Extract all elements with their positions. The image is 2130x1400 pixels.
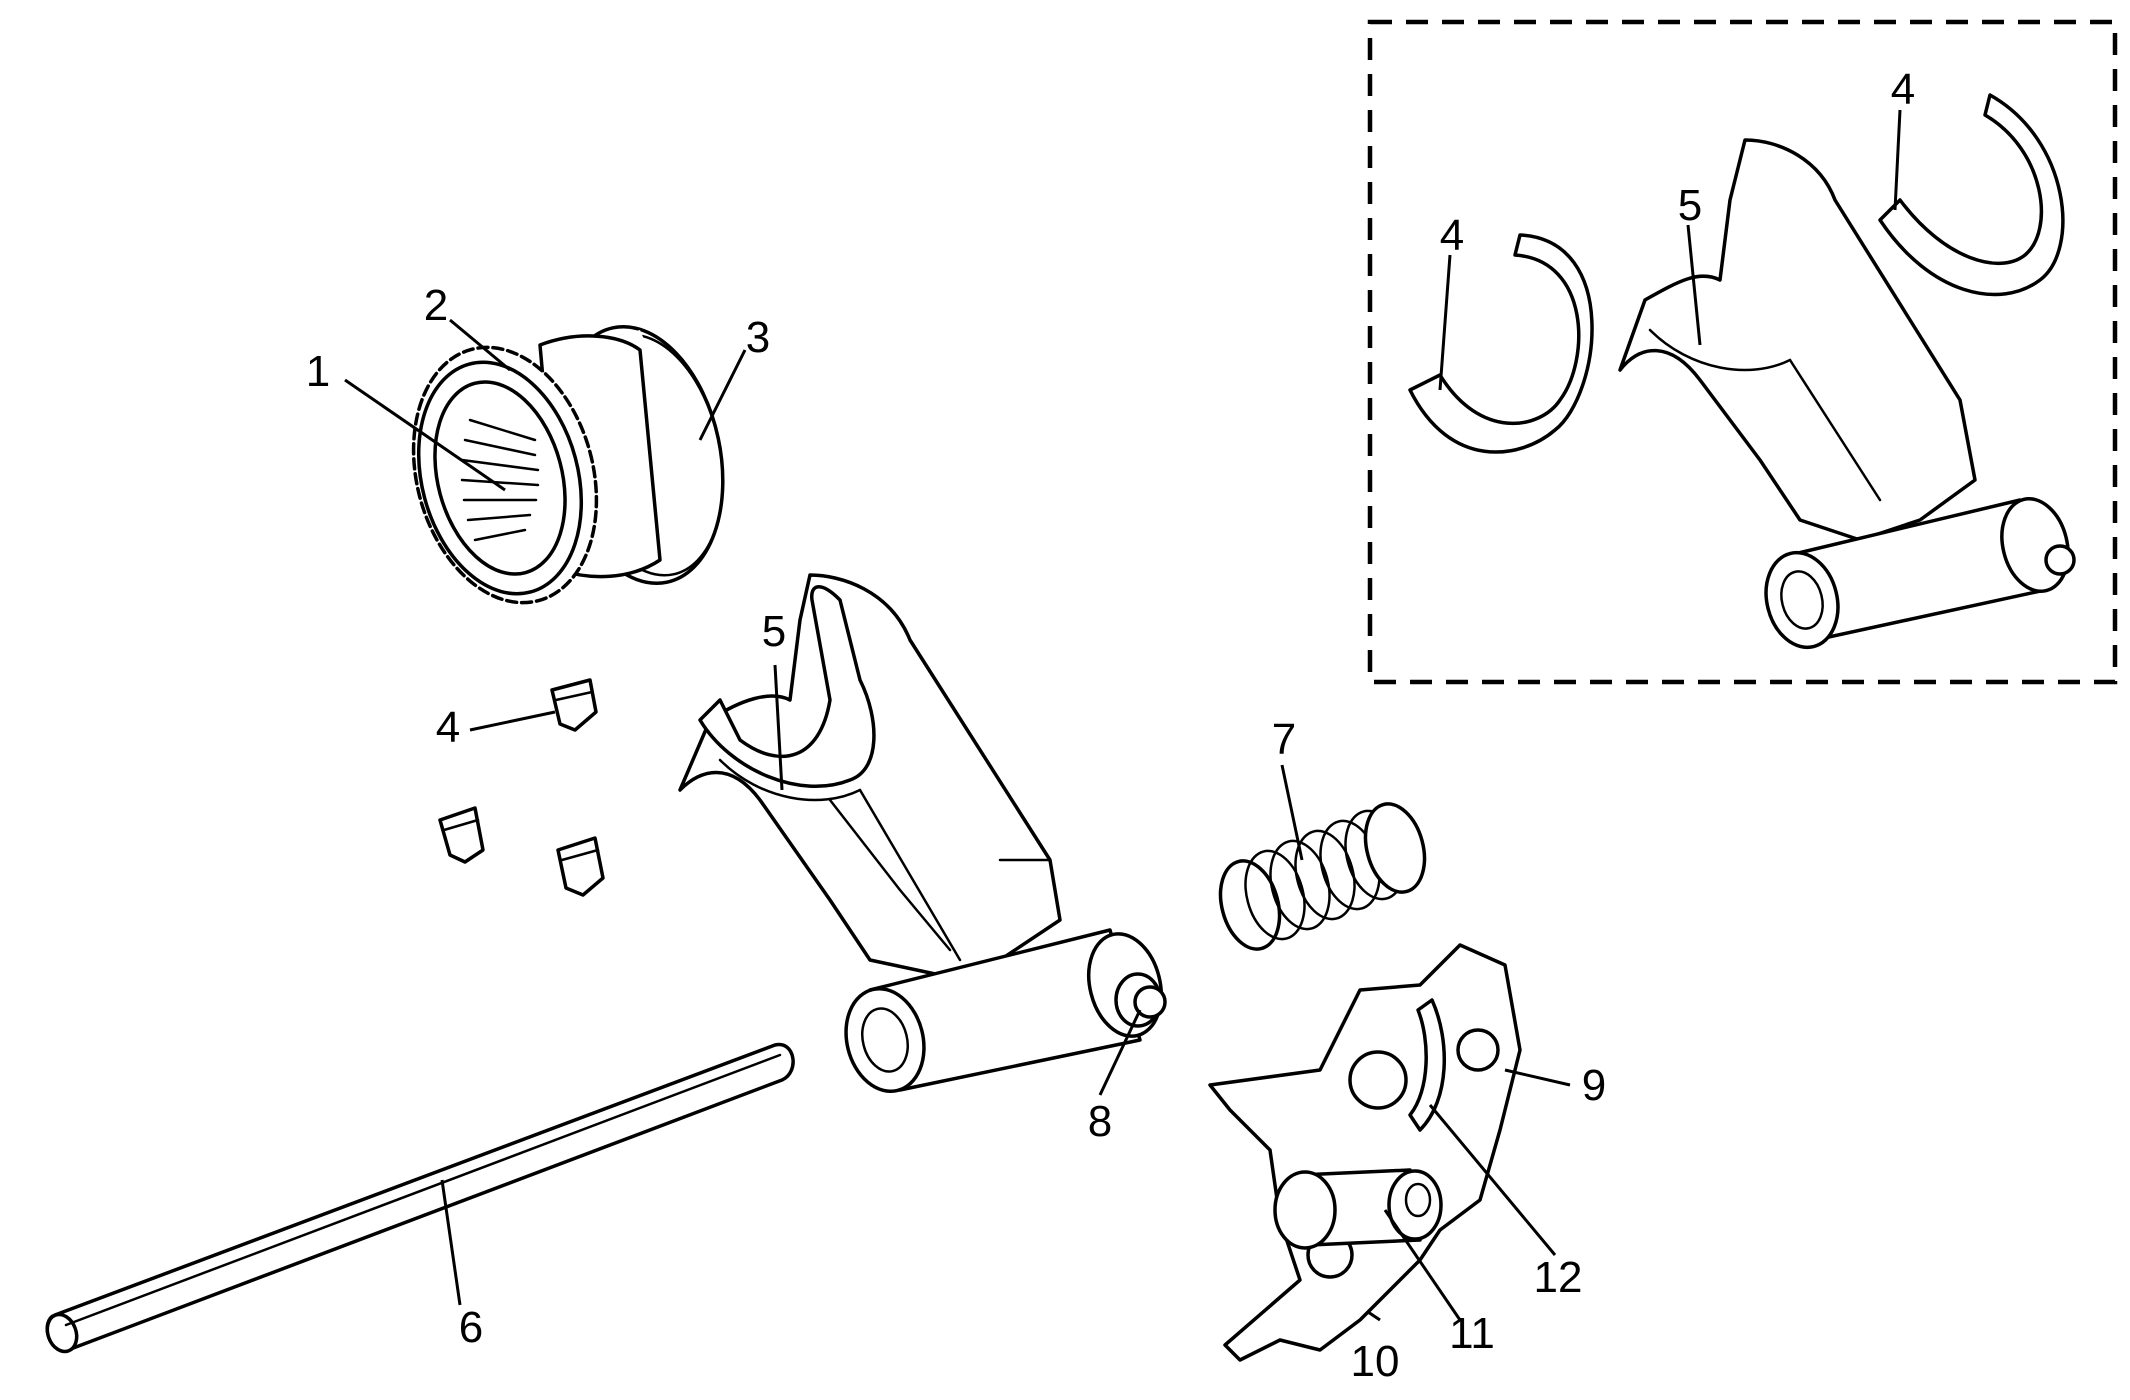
inset-detail: [1367, 19, 2118, 685]
callout-11: 11: [1449, 1309, 1495, 1358]
detent-spring: [1218, 802, 1427, 951]
callout-9: 9: [1582, 1061, 1606, 1110]
inset-callouts: 4 5 4: [1440, 65, 1915, 260]
shift-lever-plate: [1208, 943, 1522, 1362]
main-callouts: 1 2 3 4 5 6 7 8 9 10 11 12: [306, 281, 1606, 1386]
callout-7: 7: [1272, 715, 1296, 764]
callout-3: 3: [746, 313, 770, 362]
inset-callout-4-left: 4: [1440, 211, 1464, 260]
callout-10: 10: [1351, 1337, 1400, 1386]
callout-5: 5: [762, 607, 786, 656]
callout-4: 4: [436, 703, 460, 752]
fork-pads: [438, 678, 605, 897]
callout-6: 6: [459, 1303, 483, 1352]
shift-fork: [678, 573, 1167, 1094]
inset-dashed-border: [1367, 19, 2118, 685]
inset-callout-4-right: 4: [1891, 65, 1915, 114]
shift-rail: [45, 1042, 795, 1354]
synchronizer-assembly: [411, 325, 725, 605]
callout-2: 2: [424, 281, 448, 330]
callout-8: 8: [1088, 1097, 1112, 1146]
callout-12: 12: [1534, 1253, 1583, 1302]
inset-callout-5: 5: [1678, 181, 1702, 230]
leader-lines: [344, 109, 1902, 1322]
callout-1: 1: [306, 347, 330, 396]
